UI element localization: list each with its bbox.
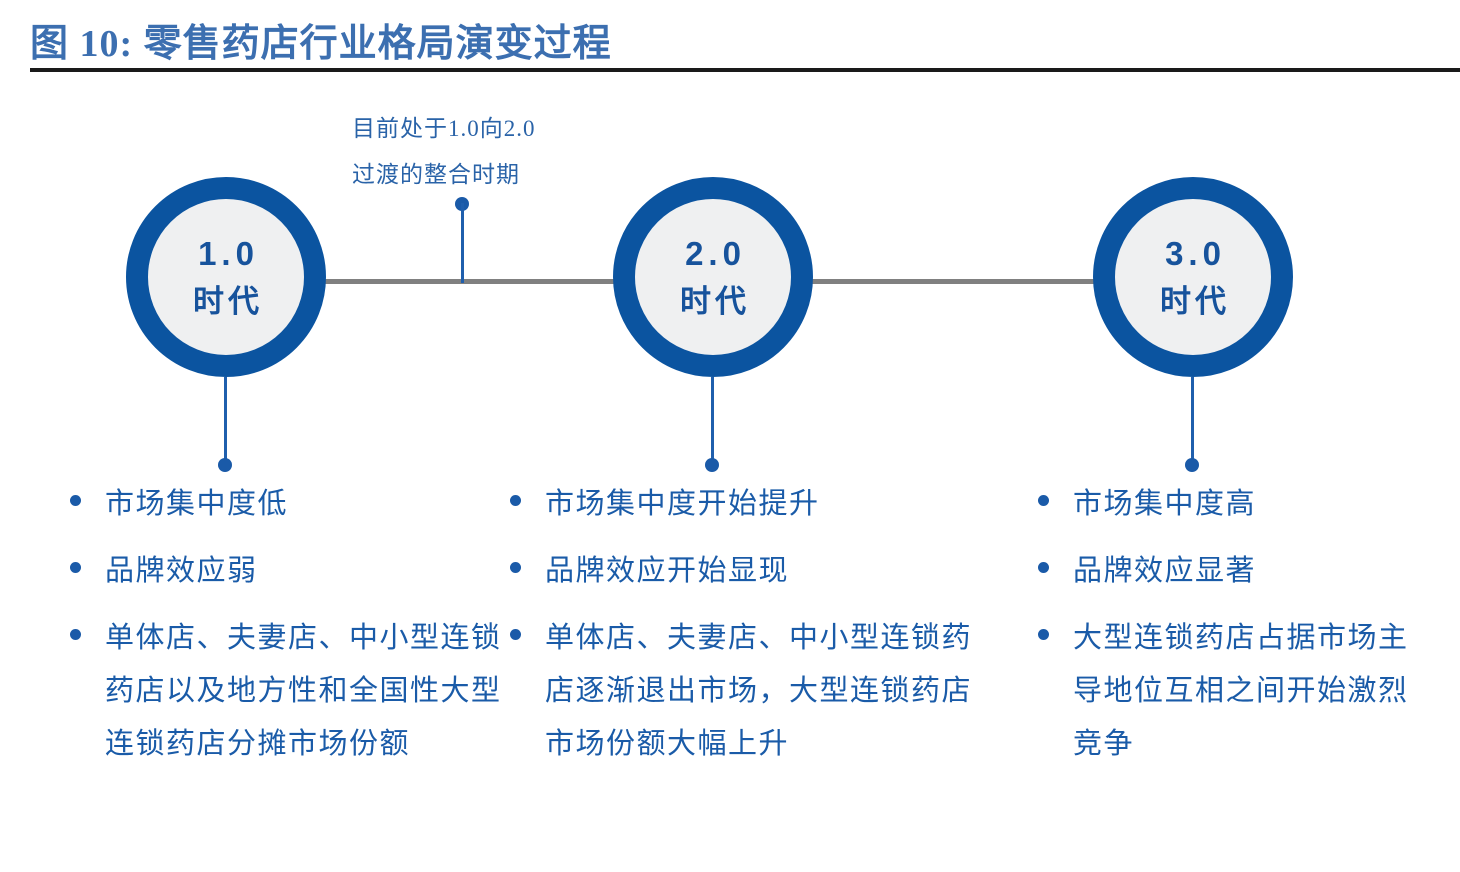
list-item: 品牌效应开始显现 xyxy=(510,545,1010,598)
era-circle-1[interactable]: 1.0 时代 xyxy=(126,177,326,377)
stem-dot-1 xyxy=(218,458,232,472)
list-item: 品牌效应弱 xyxy=(70,545,540,598)
bullet-text: 品牌效应弱 xyxy=(105,555,258,587)
page-title: 图 10: 零售药店行业格局演变过程 xyxy=(30,23,612,65)
bullet-text: 大型连锁药店占据市场主导地位互相之间开始激烈竞争 xyxy=(1073,622,1409,760)
bullet-text: 品牌效应开始显现 xyxy=(545,555,790,587)
list-item: 品牌效应显著 xyxy=(1038,545,1458,598)
list-item: 市场集中度高 xyxy=(1038,478,1458,531)
bullet-dot-icon xyxy=(1038,562,1049,573)
bullet-dot-icon xyxy=(70,562,81,573)
bullet-text: 品牌效应显著 xyxy=(1073,555,1257,587)
bullet-dot-icon xyxy=(1038,629,1049,640)
bullet-dot-icon xyxy=(70,495,81,506)
era-circle-2[interactable]: 2.0 时代 xyxy=(613,177,813,377)
era-label-1: 时代 xyxy=(193,284,263,319)
annotation-leader-line xyxy=(461,203,464,283)
list-item: 单体店、夫妻店、中小型连锁药店逐渐退出市场，大型连锁药店市场份额大幅上升 xyxy=(510,612,1010,771)
bullet-column-3: 市场集中度高 品牌效应显著 大型连锁药店占据市场主导地位互相之间开始激烈竞争 xyxy=(1038,478,1458,785)
timeline-connector-2-3 xyxy=(806,279,1100,284)
title-divider xyxy=(30,68,1460,72)
era-number-1: 1.0 xyxy=(198,235,259,272)
bullet-text: 市场集中度低 xyxy=(105,488,289,520)
era-circle-3[interactable]: 3.0 时代 xyxy=(1093,177,1293,377)
stem-dot-3 xyxy=(1185,458,1199,472)
stem-line-3 xyxy=(1191,377,1194,465)
bullet-text: 单体店、夫妻店、中小型连锁药店逐渐退出市场，大型连锁药店市场份额大幅上升 xyxy=(545,622,973,760)
era-number-3: 3.0 xyxy=(1165,235,1226,272)
bullet-dot-icon xyxy=(510,562,521,573)
bullet-text: 市场集中度开始提升 xyxy=(545,488,820,520)
list-item: 单体店、夫妻店、中小型连锁药店以及地方性和全国性大型连锁药店分摊市场份额 xyxy=(70,612,540,771)
era-label-2: 时代 xyxy=(680,284,750,319)
timeline-connector-1-2 xyxy=(320,279,620,284)
list-item: 市场集中度低 xyxy=(70,478,540,531)
bullet-dot-icon xyxy=(1038,495,1049,506)
bullet-column-2: 市场集中度开始提升 品牌效应开始显现 单体店、夫妻店、中小型连锁药店逐渐退出市场… xyxy=(510,478,1010,785)
stem-line-2 xyxy=(711,377,714,465)
stem-dot-2 xyxy=(705,458,719,472)
bullet-dot-icon xyxy=(70,629,81,640)
annotation-callout: 目前处于1.0向2.0 过渡的整合时期 xyxy=(352,106,622,198)
bullet-dot-icon xyxy=(510,495,521,506)
bullet-text: 市场集中度高 xyxy=(1073,488,1257,520)
bullet-text: 单体店、夫妻店、中小型连锁药店以及地方性和全国性大型连锁药店分摊市场份额 xyxy=(105,622,502,760)
era-label-3: 时代 xyxy=(1160,284,1230,319)
annotation-line-2: 过渡的整合时期 xyxy=(352,162,520,187)
stem-line-1 xyxy=(224,377,227,465)
bullet-column-1: 市场集中度低 品牌效应弱 单体店、夫妻店、中小型连锁药店以及地方性和全国性大型连… xyxy=(70,478,540,785)
list-item: 市场集中度开始提升 xyxy=(510,478,1010,531)
list-item: 大型连锁药店占据市场主导地位互相之间开始激烈竞争 xyxy=(1038,612,1458,771)
bullet-dot-icon xyxy=(510,629,521,640)
annotation-line-1: 目前处于1.0向2.0 xyxy=(352,116,536,141)
era-number-2: 2.0 xyxy=(685,235,746,272)
